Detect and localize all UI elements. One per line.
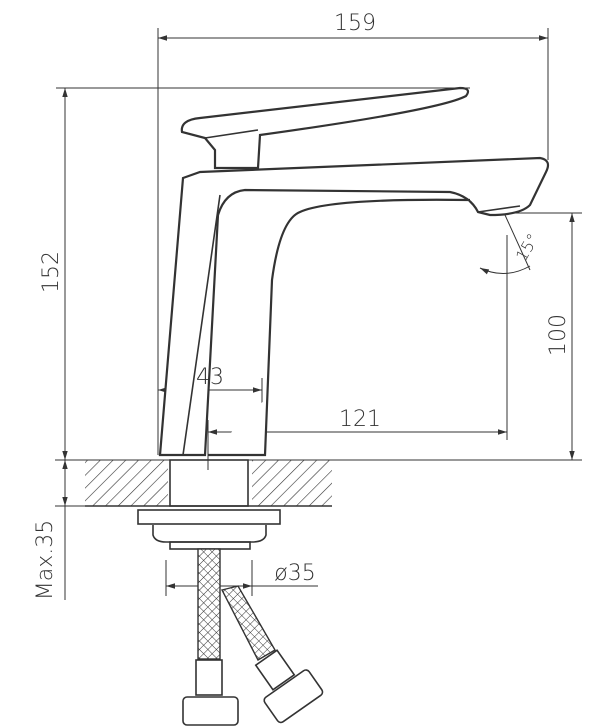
dim-spout-height: 100 bbox=[546, 314, 571, 356]
dim-total-width: 159 bbox=[334, 11, 376, 36]
dim-base-width: 43 bbox=[196, 365, 224, 390]
dimension-lines bbox=[62, 35, 575, 600]
dim-max-counter-thickness: Max.35 bbox=[33, 520, 58, 600]
supply-hoses bbox=[182, 548, 324, 726]
countertop-section bbox=[85, 459, 332, 507]
dim-total-height: 152 bbox=[39, 251, 64, 293]
faucet-body bbox=[158, 86, 550, 457]
dim-hole-diameter: ø35 bbox=[274, 561, 315, 586]
dim-aerator-angle: 15° bbox=[512, 230, 543, 264]
dim-spout-reach: 121 bbox=[339, 407, 381, 432]
mounting-nut bbox=[137, 509, 281, 550]
